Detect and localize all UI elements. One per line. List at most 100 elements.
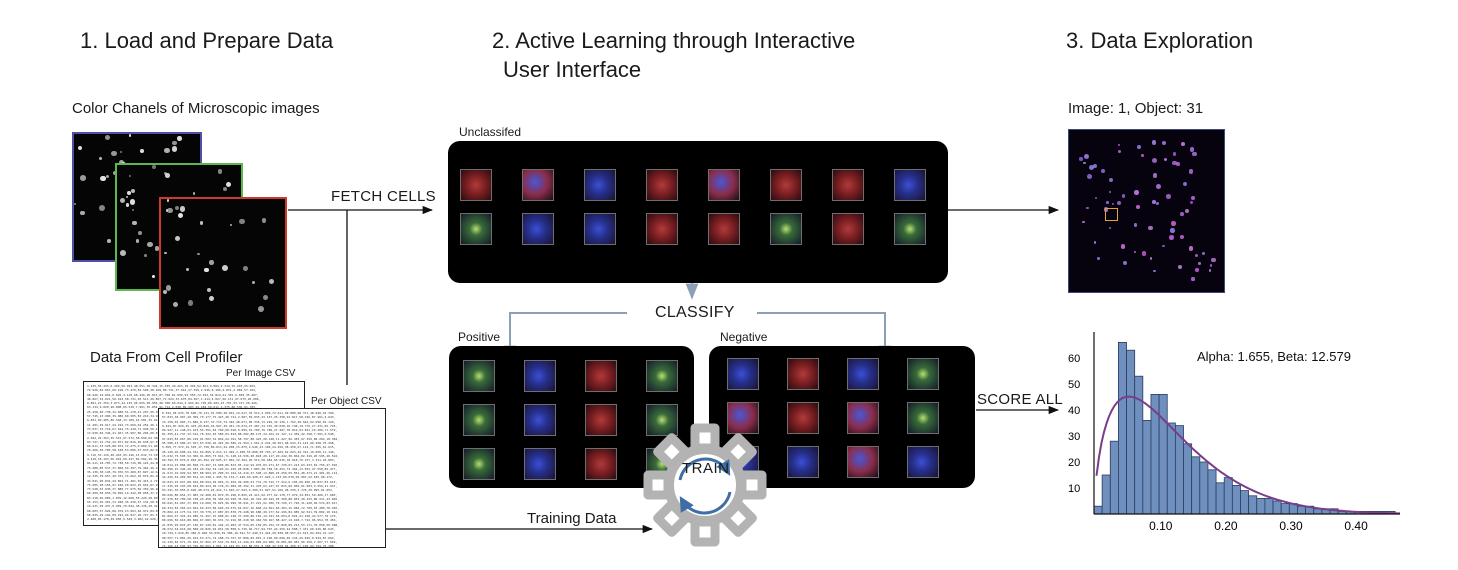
- cell-speck: [185, 268, 189, 272]
- cell-speck: [147, 241, 153, 248]
- cell-speck: [130, 188, 135, 193]
- cell-thumbnail[interactable]: [522, 213, 554, 245]
- histogram-bar: [1101, 474, 1111, 515]
- cell-dot: [1194, 253, 1198, 257]
- cell-thumbnail[interactable]: [463, 404, 495, 436]
- cell-dot: [1120, 244, 1126, 250]
- cell-dot: [1161, 140, 1166, 145]
- negative-label: Negative: [720, 330, 768, 344]
- cell-dot: [1209, 264, 1213, 267]
- classify-positive-arrow: [503, 312, 627, 362]
- cell-thumbnail[interactable]: [460, 213, 492, 245]
- cell-dot: [1111, 202, 1115, 206]
- histogram-bar: [1240, 490, 1250, 515]
- cell-dot: [1079, 157, 1083, 161]
- cell-thumbnail[interactable]: [847, 446, 879, 478]
- cell-speck: [152, 165, 156, 170]
- cell-thumbnail[interactable]: [585, 448, 617, 480]
- cell-dot: [1188, 246, 1194, 251]
- cell-thumbnail[interactable]: [522, 169, 554, 201]
- cell-dot: [1133, 222, 1138, 227]
- cell-thumbnail[interactable]: [847, 358, 879, 390]
- cell-thumbnail[interactable]: [832, 169, 864, 201]
- cell-thumbnail[interactable]: [584, 213, 616, 245]
- cell-thumbnail[interactable]: [708, 169, 740, 201]
- x-tick-label: 0.10: [1149, 519, 1173, 533]
- train-gear-icon: [643, 423, 767, 547]
- cell-dot: [1173, 152, 1177, 156]
- cell-speck: [129, 174, 132, 177]
- per-object-csv-label: Per Object CSV: [311, 396, 382, 407]
- explore-image: [1068, 129, 1225, 293]
- cell-dot: [1134, 190, 1139, 195]
- cell-thumbnail[interactable]: [646, 404, 678, 436]
- cell-speck: [229, 224, 232, 227]
- cell-dot: [1117, 201, 1122, 206]
- cell-thumbnail[interactable]: [832, 213, 864, 245]
- cell-speck: [222, 186, 228, 191]
- cell-thumbnail[interactable]: [584, 169, 616, 201]
- cell-dot: [1169, 235, 1175, 241]
- score-all-label: SCORE ALL: [977, 391, 1064, 408]
- cell-speck: [163, 171, 168, 176]
- cell-speck: [104, 135, 110, 141]
- y-tick-label: 30: [1068, 431, 1080, 443]
- cell-speck: [143, 254, 147, 258]
- histogram-bar: [1191, 456, 1201, 515]
- chart-annotation: Alpha: 1.655, Beta: 12.579: [1197, 349, 1351, 364]
- cell-speck: [131, 209, 134, 212]
- cell-thumbnail[interactable]: [463, 360, 495, 392]
- cell-thumbnail[interactable]: [727, 358, 759, 390]
- cell-thumbnail[interactable]: [894, 213, 926, 245]
- y-tick-label: 60: [1068, 353, 1080, 365]
- cell-dot: [1086, 174, 1092, 179]
- cell-thumbnail[interactable]: [646, 213, 678, 245]
- cell-dot: [1191, 196, 1196, 201]
- cell-dot: [1093, 241, 1096, 244]
- cell-speck: [239, 218, 246, 225]
- y-tick-label: 10: [1068, 483, 1080, 495]
- histogram-bar: [1118, 341, 1127, 515]
- red-channel-image: [159, 197, 287, 329]
- cell-thumbnail[interactable]: [894, 169, 926, 201]
- y-tick-label: 20: [1068, 457, 1080, 469]
- histogram-bar: [1109, 440, 1119, 515]
- cell-thumbnail[interactable]: [524, 404, 556, 436]
- cell-dot: [1170, 228, 1175, 233]
- cell-thumbnail[interactable]: [847, 402, 879, 434]
- cell-thumbnail[interactable]: [787, 446, 819, 478]
- cell-dot: [1133, 250, 1137, 254]
- cell-thumbnail[interactable]: [646, 169, 678, 201]
- cell-thumbnail[interactable]: [585, 404, 617, 436]
- cell-thumbnail[interactable]: [787, 358, 819, 390]
- cell-dot: [1172, 160, 1178, 166]
- cellprofiler-label: Data From Cell Profiler: [90, 349, 243, 366]
- cell-thumbnail[interactable]: [460, 169, 492, 201]
- train-label: TRAIN: [682, 460, 730, 477]
- cell-thumbnail[interactable]: [907, 446, 939, 478]
- cell-thumbnail[interactable]: [787, 402, 819, 434]
- histogram-bar: [1297, 505, 1306, 515]
- cell-thumbnail[interactable]: [646, 360, 678, 392]
- cell-thumbnail[interactable]: [907, 358, 939, 390]
- cell-dot: [1088, 165, 1094, 171]
- cell-dot: [1176, 162, 1181, 167]
- cell-speck: [268, 278, 274, 284]
- cell-dot: [1149, 256, 1153, 260]
- histogram-bar: [1256, 497, 1266, 515]
- cell-dot: [1118, 150, 1122, 154]
- cell-speck: [125, 203, 130, 207]
- cell-thumbnail[interactable]: [708, 213, 740, 245]
- cell-thumbnail[interactable]: [524, 360, 556, 392]
- cell-thumbnail[interactable]: [770, 213, 802, 245]
- cell-dot: [1151, 140, 1157, 145]
- histogram-bar: [1264, 497, 1274, 515]
- cell-speck: [135, 239, 140, 243]
- cell-speck: [165, 173, 170, 179]
- cell-thumbnail[interactable]: [907, 402, 939, 434]
- cell-thumbnail[interactable]: [463, 448, 495, 480]
- cell-thumbnail[interactable]: [727, 402, 759, 434]
- cell-thumbnail[interactable]: [770, 169, 802, 201]
- cell-thumbnail[interactable]: [585, 360, 617, 392]
- cell-thumbnail[interactable]: [524, 448, 556, 480]
